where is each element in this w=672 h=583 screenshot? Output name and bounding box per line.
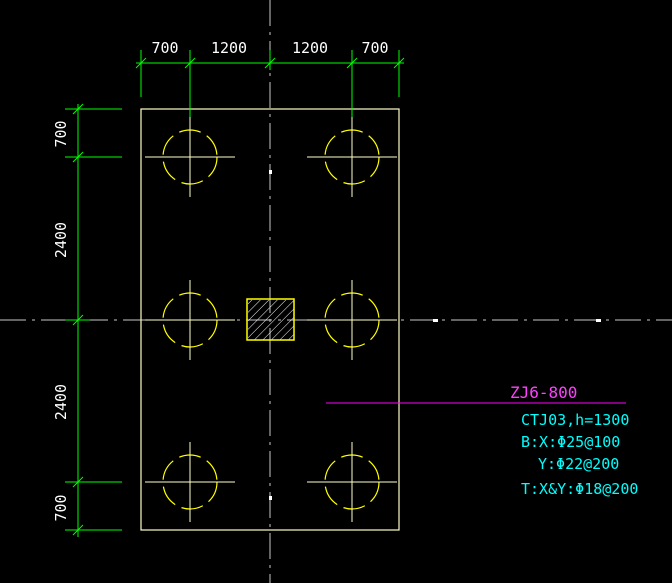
column	[246, 298, 295, 341]
top-dim-4: 700	[361, 39, 388, 57]
top-dim-3: 1200	[292, 39, 328, 57]
column-outline	[246, 298, 295, 341]
left-dim-2: 2400	[52, 222, 70, 258]
pile-3	[145, 280, 235, 360]
pile-4	[307, 280, 397, 360]
top-dim-2: 1200	[211, 39, 247, 57]
pile-6	[307, 442, 397, 522]
label-line2: B:X:Φ25@100	[521, 433, 620, 451]
left-dimension	[65, 103, 122, 537]
pile-5	[145, 442, 235, 522]
left-dim-3: 2400	[52, 384, 70, 420]
piles	[145, 117, 397, 522]
pile-cap-outline	[140, 108, 400, 531]
pile-2	[307, 117, 397, 197]
label-line3: Y:Φ22@200	[538, 455, 619, 473]
label-title: ZJ6-800	[510, 383, 577, 402]
label-line1: CTJ03,h=1300	[521, 411, 629, 429]
axis-marks	[269, 170, 601, 500]
pile-1	[145, 117, 235, 197]
column-hatch	[248, 300, 294, 340]
cap-label: ZJ6-800 CTJ03,h=1300 B:X:Φ25@100 Y:Φ22@2…	[510, 383, 638, 498]
left-dim-4: 700	[52, 494, 70, 521]
top-dimension-texts: 700 1200 1200 700	[151, 39, 388, 57]
label-line4: T:X&Y:Φ18@200	[521, 480, 638, 498]
left-dimension-texts: 700 2400 2400 700	[52, 120, 70, 521]
left-dim-1: 700	[52, 120, 70, 147]
top-dim-1: 700	[151, 39, 178, 57]
